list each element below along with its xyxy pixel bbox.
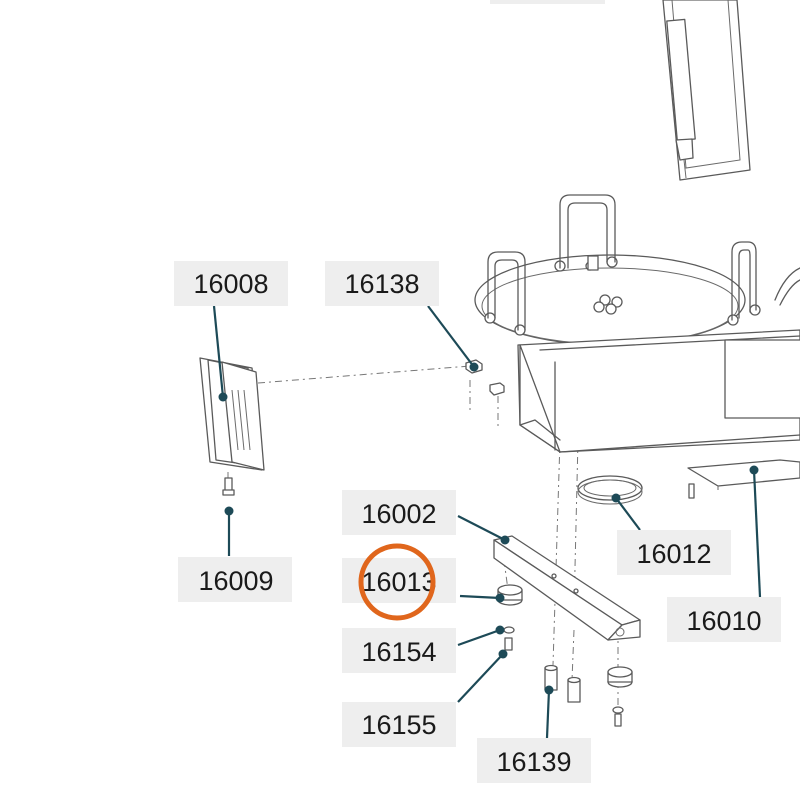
line-art [199, 0, 800, 727]
callout-label-16139: 16139 [496, 747, 571, 777]
callout-16138[interactable]: 16138 [325, 261, 439, 306]
callout-label-16154: 16154 [361, 637, 436, 667]
callout-16139[interactable]: 16139 [477, 738, 591, 783]
callout-label-16155: 16155 [361, 710, 436, 740]
callout-label-16009: 16009 [198, 566, 273, 596]
callout-16155[interactable]: 16155 [342, 702, 456, 747]
callout-16013[interactable]: 16013 [342, 543, 456, 621]
callout-label-16010: 16010 [686, 606, 761, 636]
callout-16010[interactable]: 16010 [667, 597, 781, 642]
callout-label-16008: 16008 [193, 269, 268, 299]
end-cap-screw [222, 477, 235, 496]
cropped-label-box [490, 0, 605, 4]
callout-label-16138: 16138 [344, 269, 419, 299]
callout-leaders [212, 305, 762, 739]
bolt-parts [544, 664, 581, 703]
callout-16002[interactable]: 16002 [342, 490, 456, 535]
ring-part [577, 475, 643, 505]
end-cap-part [199, 357, 265, 471]
callout-label-16013: 16013 [361, 567, 436, 597]
callout-16154[interactable]: 16154 [342, 628, 456, 673]
callout-16008[interactable]: 16008 [174, 261, 288, 306]
base-housing [474, 194, 800, 453]
washer-bolt-parts [503, 626, 624, 727]
highlight-ring [358, 543, 436, 621]
mast-part [662, 0, 751, 181]
plate-part [687, 459, 800, 499]
callout-label-16012: 16012 [636, 539, 711, 569]
callout-16012[interactable]: 16012 [617, 530, 731, 575]
callout-16009[interactable]: 16009 [178, 557, 292, 602]
callout-label-16002: 16002 [361, 499, 436, 529]
